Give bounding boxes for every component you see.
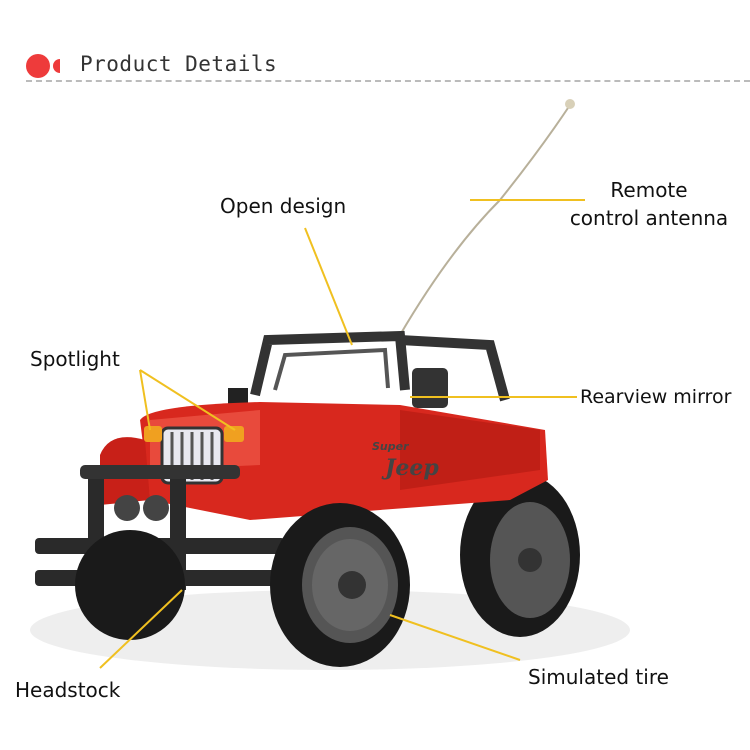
callout-spotlight: Spotlight [30,347,120,371]
callout-headstock: Headstock [15,678,121,702]
callout-antenna-line2: control antenna [569,206,729,230]
brand-text: Super [372,440,409,453]
callout-rearview-mirror: Rearview mirror [580,386,732,408]
callout-antenna: Remote control antenna [560,176,738,232]
header-dot-icon [26,54,50,78]
svg-text:Jeep: Jeep [381,455,439,481]
section-title: Product Details [80,52,278,76]
callout-open-design: Open design [220,194,347,218]
callout-antenna-line1: Remote [610,178,688,202]
callout-simulated-tire: Simulated tire [528,665,669,689]
header-divider [26,80,750,82]
